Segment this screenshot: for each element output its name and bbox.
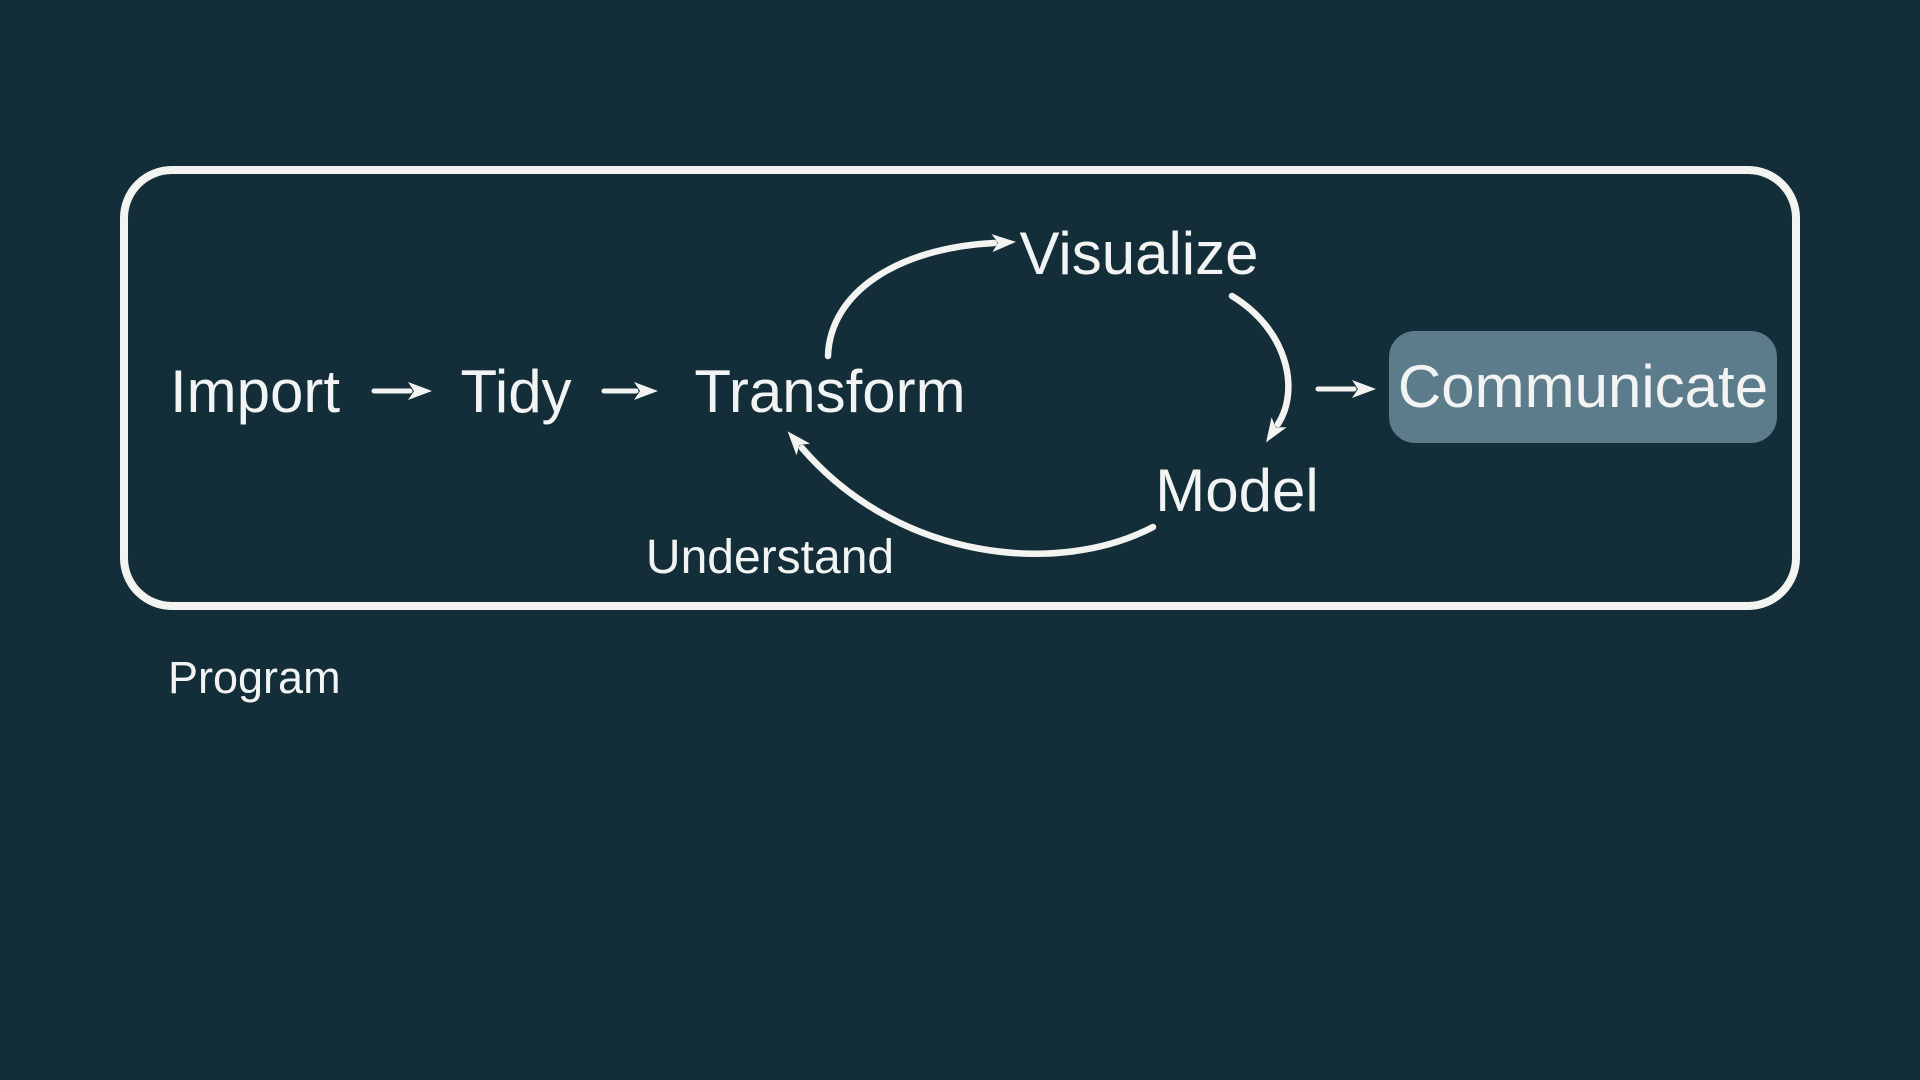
node-import: Import [169,358,341,425]
node-visualize: Visualize [1019,220,1259,287]
node-tidy: Tidy [460,358,572,425]
program-frame [120,166,1800,610]
node-communicate-label: Communicate [1397,353,1769,420]
label-program: Program [168,652,341,703]
label-understand: Understand [645,531,895,584]
node-model: Model [1155,457,1319,524]
node-communicate: Communicate [1389,331,1777,443]
node-transform: Transform [694,358,966,425]
